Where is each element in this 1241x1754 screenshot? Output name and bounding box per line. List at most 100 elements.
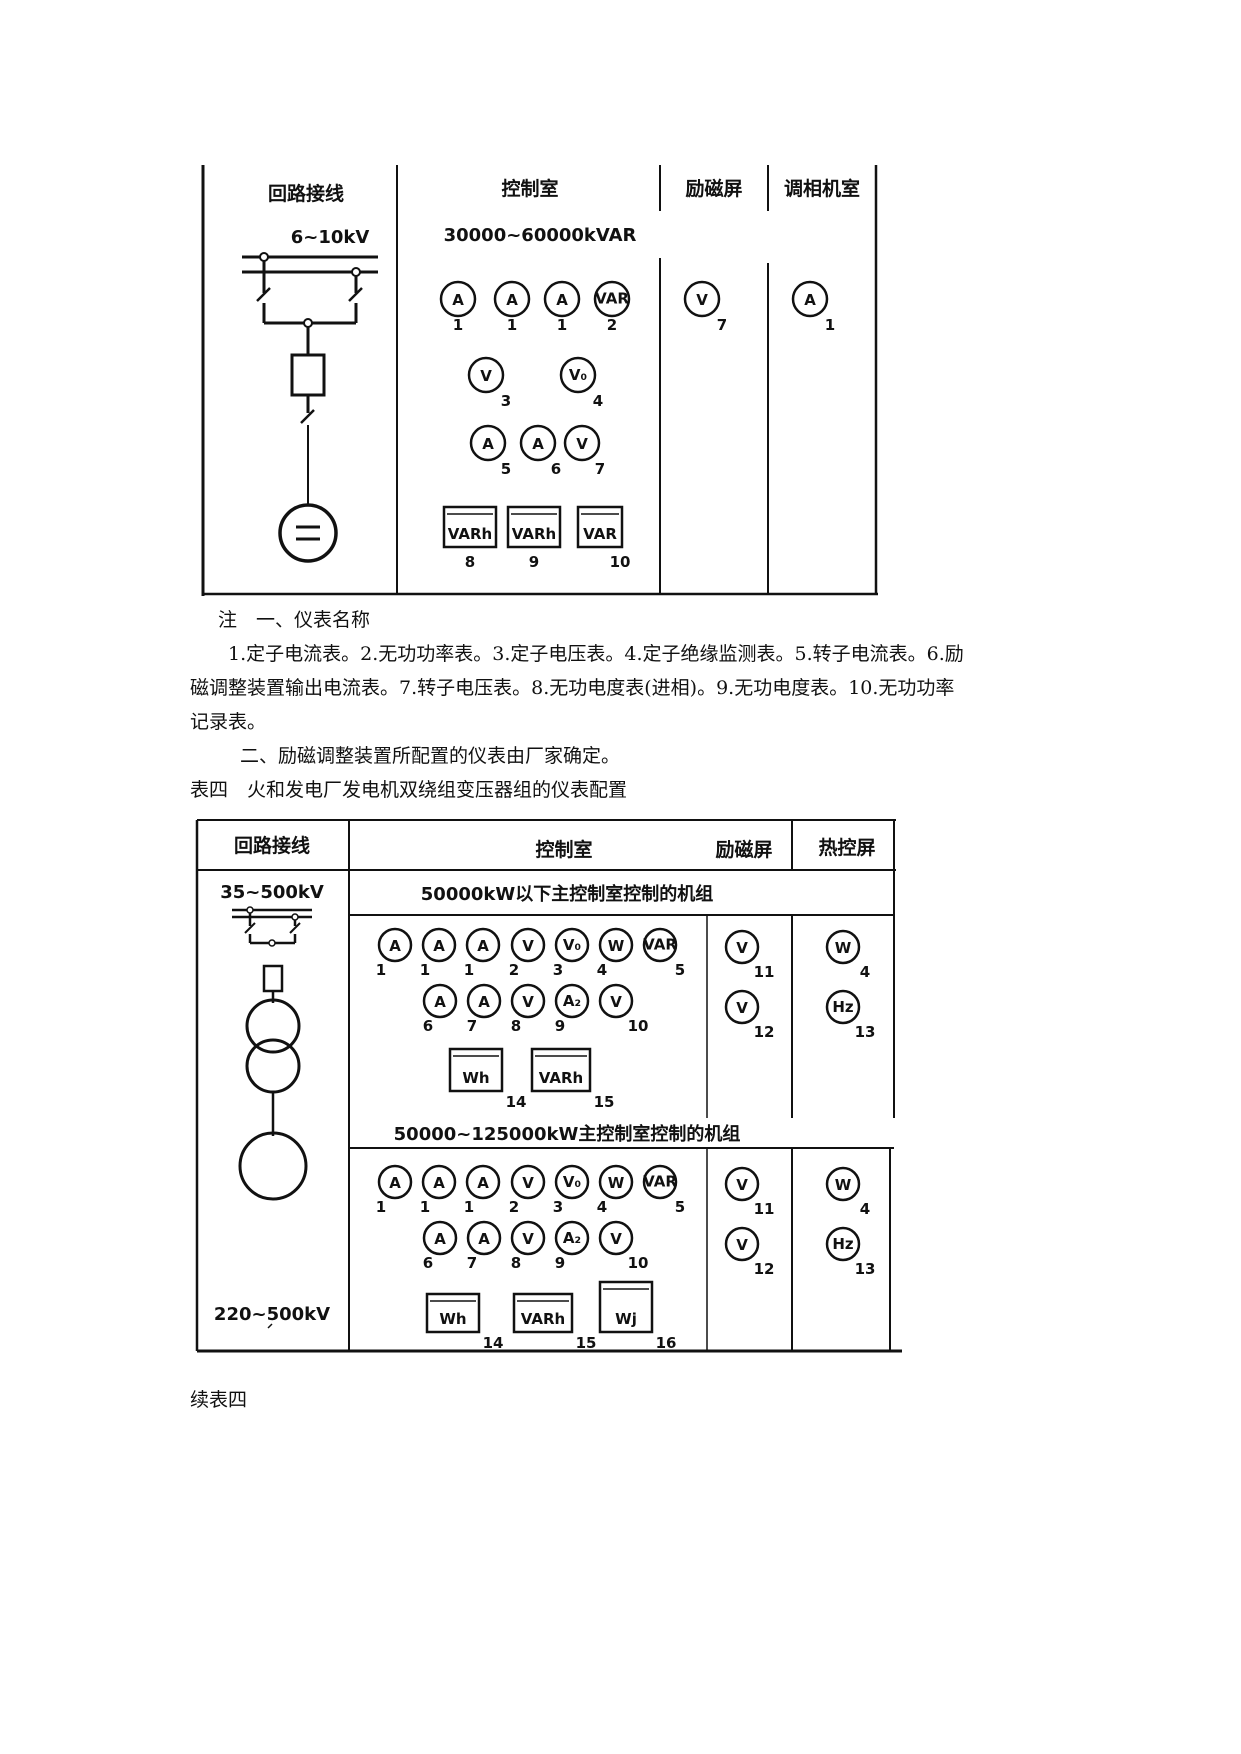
t4s1-meter-r2-0-dial (422, 983, 458, 1019)
t4s1-meter-r1-5-number: 4 (597, 961, 607, 979)
t4s2-meter-th-0: W4 (825, 1166, 870, 1218)
t4s2-meter-r2-0-symbol: A (434, 1230, 446, 1248)
t4s1-meter-r2-3-dial (554, 983, 590, 1019)
t4s1-meter-r1-0-dial (377, 927, 413, 963)
t4s1-meter-r1-2-number: 1 (464, 961, 474, 979)
t3-meter-r1-2-number: 1 (557, 316, 567, 334)
t4s1-meter-r3-1-number: 15 (594, 1093, 615, 1111)
t4s2-meter-r2-3: A₂9 (554, 1220, 590, 1272)
header-excitation-panel: 励磁屏 (685, 177, 742, 200)
t4s1-meter-exc-1-number: 12 (754, 1023, 775, 1041)
t4s2-meter-r2-0-dial (422, 1220, 458, 1256)
t4s2-meter-exc-0-symbol: V (736, 1176, 748, 1194)
t4s2-meter-r1-0-dial (377, 1164, 413, 1200)
t4s1-meter-r1-3: V2 (509, 927, 546, 979)
t4s1-meter-r1-1-dial (421, 927, 457, 963)
t4s1-meter-exc-1: V 12 (724, 989, 775, 1041)
t4s2-meter-exc-0: V 11 (724, 1166, 775, 1218)
t4s1-meter-r1-6-dial (642, 927, 678, 963)
meter-config-table-4: 回路接线 控制室 励磁屏 热控屏 50000kW以下主控制室控制的机组 5000… (192, 818, 912, 1358)
t3-meter-cond-0: A1 (791, 280, 835, 334)
t4s2-meter-r1-2-symbol: A (477, 1174, 489, 1192)
note-line-3: 记录表。 (190, 711, 267, 733)
note-line-4: 二、励磁调整装置所配置的仪表由厂家确定。 (240, 745, 621, 767)
t4s1-meter-r1-3-symbol: V (522, 937, 534, 955)
t4s1-meter-r2-0-number: 6 (423, 1017, 433, 1035)
t4s1-meter-r1-4-symbol: V₀ (563, 936, 581, 954)
t4s2-meter-r1-4-number: 3 (553, 1198, 563, 1216)
t3-meter-r2-0: V3 (467, 356, 511, 410)
t3-meter-cond-0-dial (791, 280, 829, 318)
t3-meter-r3-2-symbol: V (576, 435, 588, 453)
header-condenser-room: 调相机室 (784, 177, 860, 200)
t4s1-meter-th-0-symbol: W (835, 939, 852, 957)
t4s1-meter-r2-1-dial (466, 983, 502, 1019)
t4s2-meter-r1-3-number: 2 (509, 1198, 519, 1216)
t3-meter-r4-0-symbol: VARh (448, 525, 492, 543)
t4s2-meter-r2-1-number: 7 (467, 1254, 477, 1272)
t4s2-meter-exc-1: V12 (724, 1226, 774, 1278)
t3-meter-r1-0-number: 1 (453, 316, 463, 334)
t4s1-meter-r1-3-number: 2 (509, 961, 519, 979)
t4s2-meter-r1-1-dial (421, 1164, 457, 1200)
t4s2-meter-r1-1-number: 1 (420, 1198, 430, 1216)
t4s1-meter-th-0: W4 (825, 929, 870, 981)
t3-meter-r3-0-dial (469, 424, 507, 462)
t3-meter-r2-0-number: 3 (501, 392, 511, 410)
t3-meter-r1-1-symbol: A (506, 291, 518, 309)
t4s2-meter-r3-0-symbol: Wh (439, 1310, 466, 1328)
t3-meter-r1-1-number: 1 (507, 316, 517, 334)
t4s2-meter-exc-0-number: 11 (754, 1200, 775, 1218)
t3-meter-r2-0-symbol: V (480, 367, 492, 385)
t3-meter-r3-1-number: 6 (551, 460, 561, 478)
t4s2-meter-r1-5: W4 (597, 1164, 634, 1216)
t4s2-meter-r1-0: A1 (376, 1164, 413, 1216)
t4s2-meter-r1-3: V2 (509, 1164, 546, 1216)
note-title: 注 一、仪表名称 (218, 609, 371, 631)
t4s1-meter-exc-1-symbol: V (736, 999, 748, 1017)
t4s2-meter-r2-0: A6 (422, 1220, 458, 1272)
t4s1-meter-r2-2-number: 8 (511, 1017, 521, 1035)
t4s2-meter-r3-2-number: 16 (656, 1334, 677, 1352)
t4s2-meter-r2-2-number: 8 (511, 1254, 521, 1272)
t3-meter-r3-1-dial (519, 424, 557, 462)
t3-meter-r2-1-symbol: V₀ (569, 366, 587, 384)
t4s1-meter-exc-0-dial (724, 929, 760, 965)
t4s1-meter-r2-4: V10 (598, 983, 648, 1035)
t3-meter-r4-1-number: 9 (529, 553, 539, 571)
t4s2-meter-r2-4: V10 (598, 1220, 649, 1272)
t4-header-circuit: 回路接线 (234, 834, 310, 857)
t4s2-meter-r2-4-number: 10 (628, 1254, 649, 1272)
note-line-1: 1.定子电流表。2.无功功率表。3.定子电压表。4.定子绝缘监测表。5.转子电流… (228, 643, 964, 665)
t3-meter-r2-1-dial (559, 356, 597, 394)
t4s2-meter-exc-0-dial (724, 1166, 760, 1202)
t3-meter-r3-2-dial (563, 424, 601, 462)
t4s1-meter-r1-5: W4 (597, 927, 634, 979)
t4s1-meter-th-1-symbol: Hz (832, 998, 854, 1016)
t4s2-meter-r2-3-dial (554, 1220, 590, 1256)
t4s2-meter-r1-4-dial (554, 1164, 590, 1200)
t4s1-meter-r2-3-symbol: A₂ (563, 992, 581, 1010)
t4s1-meter-r1-4-dial (554, 927, 590, 963)
t4s2-meter-r1-2-dial (465, 1164, 501, 1200)
t3-meter-cond-0-number: 1 (825, 316, 835, 334)
t4s1-meter-r1-2: A1 (464, 927, 501, 979)
t3-meter-r1-2-symbol: A (556, 291, 568, 309)
t3-meter-r1-0-dial (439, 280, 477, 318)
t3-meter-r1-3-number: 2 (607, 316, 617, 334)
t4-voltage-top: 35~500kV (220, 882, 324, 903)
t3-meter-r4-1-symbol: VARh (512, 525, 556, 543)
t4s1-meter-r3-1-symbol: VARh (539, 1069, 583, 1087)
t4s1-meter-r2-2-symbol: V (522, 993, 534, 1011)
t4s1-meter-r1-0-symbol: A (389, 937, 401, 955)
t3-meter-r3-2: V7 (563, 424, 605, 478)
note-line-2: 磁调整装置输出电流表。7.转子电压表。8.无功电度表(进相)。9.无功电度表。1… (190, 677, 955, 699)
t4s1-meter-r1-6-symbol: VAR (643, 935, 677, 953)
header-control-room: 控制室 (501, 177, 558, 200)
